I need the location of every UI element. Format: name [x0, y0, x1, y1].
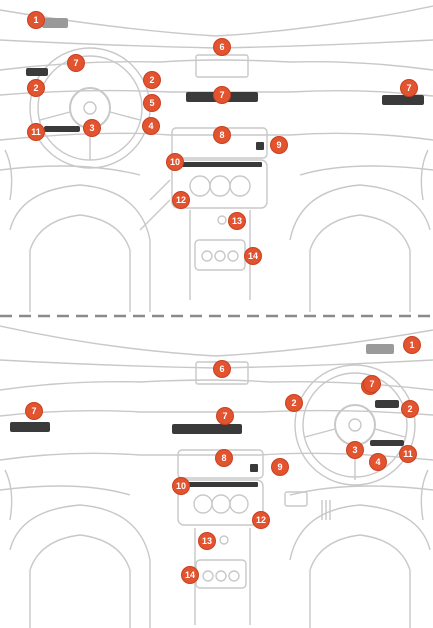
callout-4: 4: [370, 454, 386, 470]
callout-3: 3: [84, 120, 100, 136]
callout-7: 7: [214, 87, 230, 103]
callout-2: 2: [286, 395, 302, 411]
callout-5: 5: [144, 95, 160, 111]
dashboard-line-drawing: [0, 5, 433, 312]
callout-2: 2: [144, 72, 160, 88]
callout-4: 4: [143, 118, 159, 134]
callout-6: 6: [214, 361, 230, 377]
callout-6: 6: [214, 39, 230, 55]
callout-12: 12: [253, 512, 269, 528]
callout-11: 11: [400, 446, 416, 462]
callout-12: 12: [173, 192, 189, 208]
callout-8: 8: [216, 450, 232, 466]
callout-7: 7: [26, 403, 42, 419]
callout-7: 7: [68, 55, 84, 71]
callout-11: 11: [28, 124, 44, 140]
callout-3: 3: [347, 442, 363, 458]
callout-10: 10: [173, 478, 189, 494]
callout-10: 10: [167, 154, 183, 170]
callout-13: 13: [229, 213, 245, 229]
callout-8: 8: [214, 127, 230, 143]
callout-2: 2: [28, 80, 44, 96]
dashboard-diagram-left-hand-drive: 1 2 2 3 4 5 6 7 7 7 8 9 10 11 12 13 14: [0, 0, 433, 312]
section-divider: [0, 314, 433, 318]
callout-9: 9: [272, 459, 288, 475]
callout-14: 14: [182, 567, 198, 583]
callout-14: 14: [245, 248, 261, 264]
callout-2: 2: [402, 401, 418, 417]
callout-7: 7: [401, 80, 417, 96]
callout-7: 7: [217, 408, 233, 424]
callout-1: 1: [404, 337, 420, 353]
callout-1: 1: [28, 12, 44, 28]
callout-13: 13: [199, 533, 215, 549]
callout-7: 7: [364, 376, 380, 392]
callout-9: 9: [271, 137, 287, 153]
dashboard-diagram-right-hand-drive: 1 2 2 3 4 5 6 7 7 7 8 9 10 11 12 13 14: [0, 320, 433, 628]
